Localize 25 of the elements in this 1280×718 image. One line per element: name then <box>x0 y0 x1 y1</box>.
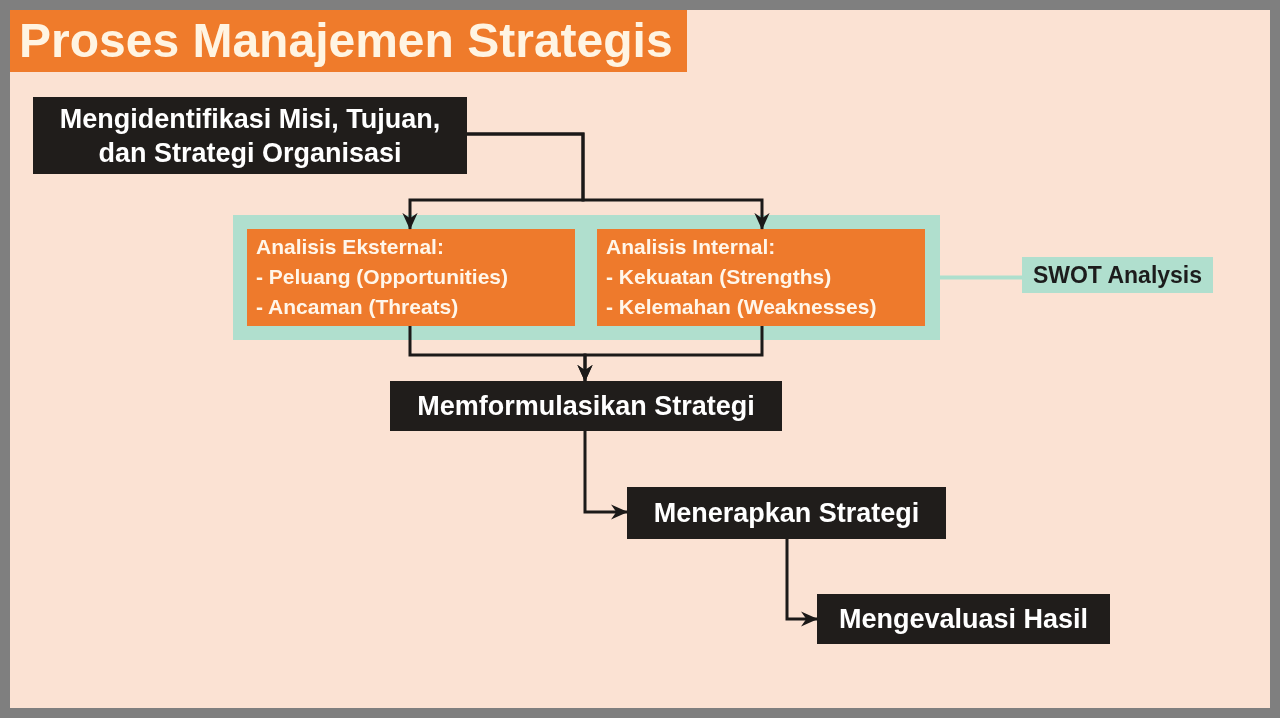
arrow <box>583 431 628 520</box>
tag-box <box>1022 257 1213 293</box>
group-band <box>233 215 940 340</box>
analysis-box <box>597 229 925 326</box>
list-item: - Kelemahan (Weaknesses) <box>606 294 878 320</box>
connector-line <box>940 275 1022 280</box>
step-label: Mengevaluasi Hasil <box>838 603 1089 636</box>
list-item: - Kekuatan (Strengths) <box>606 264 833 290</box>
list-item: - Peluang (Opportunities) <box>256 264 509 290</box>
title-banner: Proses Manajemen Strategis <box>10 10 687 72</box>
process-box <box>33 97 467 174</box>
arrow <box>577 326 764 382</box>
process-box <box>817 594 1110 644</box>
list-item: - Ancaman (Threats) <box>256 294 460 320</box>
process-box <box>627 487 946 539</box>
step-label: Memformulasikan Strategi <box>417 390 755 423</box>
step-label: Mengidentifikasi Misi, Tujuan, dan Strategi Organisasi <box>58 102 442 170</box>
process-box <box>390 381 782 431</box>
arrow <box>467 132 770 230</box>
analysis-heading: Analisis Eksternal: <box>256 234 445 260</box>
analysis-box <box>247 229 575 326</box>
analysis-heading: Analisis Internal: <box>606 234 777 260</box>
arrow <box>785 539 818 627</box>
step-label: Menerapkan Strategi <box>653 497 920 530</box>
tag-label: SWOT Analysis <box>1032 261 1203 289</box>
